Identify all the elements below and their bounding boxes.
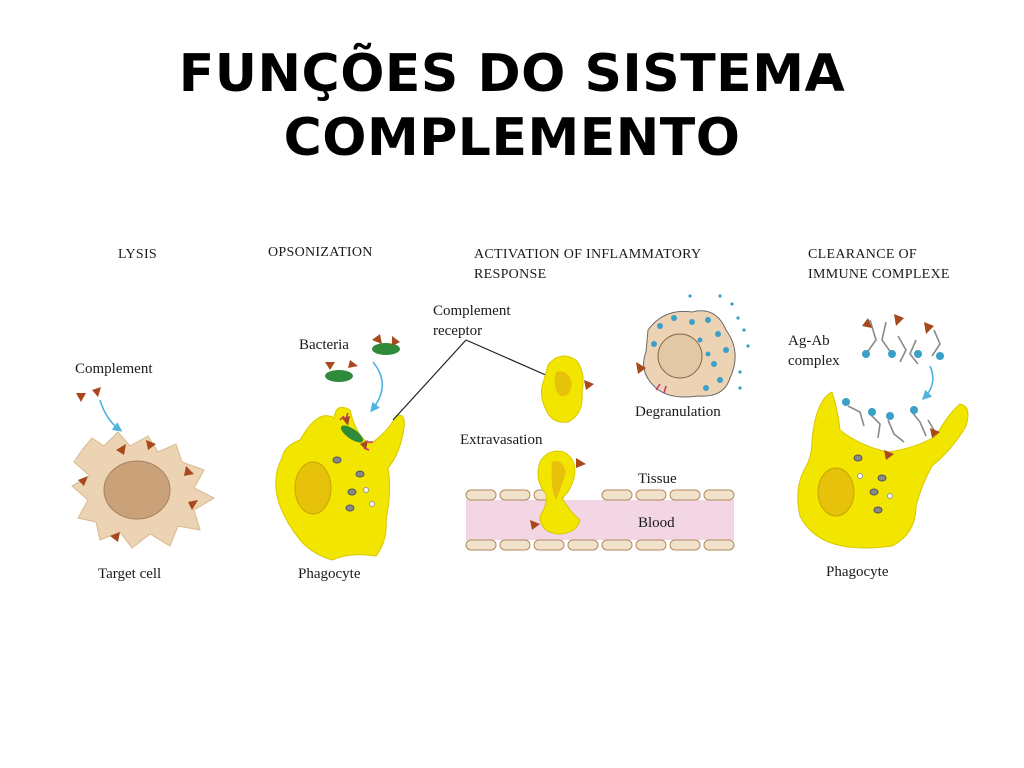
mast-cell-nucleus [657, 333, 703, 379]
immune-complex-top [865, 319, 941, 365]
neutrophil-nucleus [554, 371, 572, 397]
inflammation-panel: ACTIVATION OF INFLAMMATORY RESPONSE Comp… [392, 247, 750, 551]
antigens-top [862, 350, 944, 360]
target-cell-nucleus [103, 460, 171, 520]
degranulation-label: Degranulation [635, 404, 721, 420]
phagocyte-opsonization [275, 406, 405, 561]
receptor-pointer-lines [392, 339, 549, 421]
page-title: FUNÇÕES DO SISTEMA COMPLEMENTO [0, 42, 1024, 170]
phagocyte-clearance [797, 391, 969, 549]
complement-label: Complement [75, 361, 153, 377]
extravasating-cell-nucleus [551, 461, 566, 500]
phagocyte-granules [332, 456, 375, 512]
mast-cell-receptor [655, 383, 667, 394]
phagocyte-label-opsonization: Phagocyte [298, 566, 361, 582]
clearance-panel: CLEARANCE OF IMMUNE COMPLEXE Ag-Ab compl… [788, 247, 969, 580]
clearance-complement-bound-2 [930, 428, 940, 438]
opsonization-header: OPSONIZATION [268, 245, 373, 260]
complement-proteins [76, 387, 101, 402]
complement-on-complex [862, 314, 934, 334]
receptor-label-line-1: Complement [433, 303, 511, 319]
title-line-1: FUNÇÕES DO SISTEMA [178, 44, 846, 104]
agab-label-line-1: Ag-Ab [788, 333, 830, 349]
blood-vessel [465, 489, 735, 551]
mast-cell-granules [651, 294, 750, 391]
bacterium-2 [325, 360, 358, 382]
extravasation-complement [576, 458, 586, 468]
immune-complex-bound [847, 405, 935, 443]
opsonization-panel: OPSONIZATION Bacteria [268, 245, 405, 582]
target-cell-label: Target cell [98, 566, 161, 582]
blood-label: Blood [638, 515, 675, 531]
opsonization-arrow [370, 361, 384, 413]
neutrophil-complement [584, 380, 594, 390]
agab-label-line-2: complex [788, 353, 840, 369]
clearance-complement-bound [884, 450, 894, 460]
lysis-header: LYSIS [118, 247, 157, 262]
bacterium-1 [372, 334, 400, 355]
phagocyte-label-clearance: Phagocyte [826, 564, 889, 580]
lysis-panel: LYSIS Complement Target cell [71, 247, 216, 582]
complement-receptors [339, 412, 373, 451]
bacteria-label: Bacteria [299, 337, 349, 353]
engulfed-bacterium [340, 416, 368, 450]
mast-cell-complement [636, 362, 646, 374]
receptor-label-line-2: receptor [433, 323, 482, 339]
lysis-complement-on-cell [78, 440, 198, 542]
clearance-header-line-1: CLEARANCE OF [808, 247, 917, 262]
extravasation-label: Extravasation [460, 432, 543, 448]
title-line-2: COMPLEMENTO [283, 108, 741, 168]
phagocyte-clearance-nucleus [817, 467, 855, 517]
inflammation-header-line-2: RESPONSE [474, 267, 546, 282]
phagocyte-clearance-granules [853, 454, 893, 514]
tissue-label: Tissue [638, 471, 677, 487]
antigens-bound [842, 398, 918, 420]
inflammation-header-line-1: ACTIVATION OF INFLAMMATORY [474, 247, 701, 262]
extravasation-complement-2 [530, 520, 540, 530]
lysis-arrow [99, 399, 123, 432]
clearance-arrow [921, 365, 934, 401]
phagocyte-nucleus [294, 461, 332, 515]
clearance-header-line-2: IMMUNE COMPLEXE [808, 267, 950, 282]
